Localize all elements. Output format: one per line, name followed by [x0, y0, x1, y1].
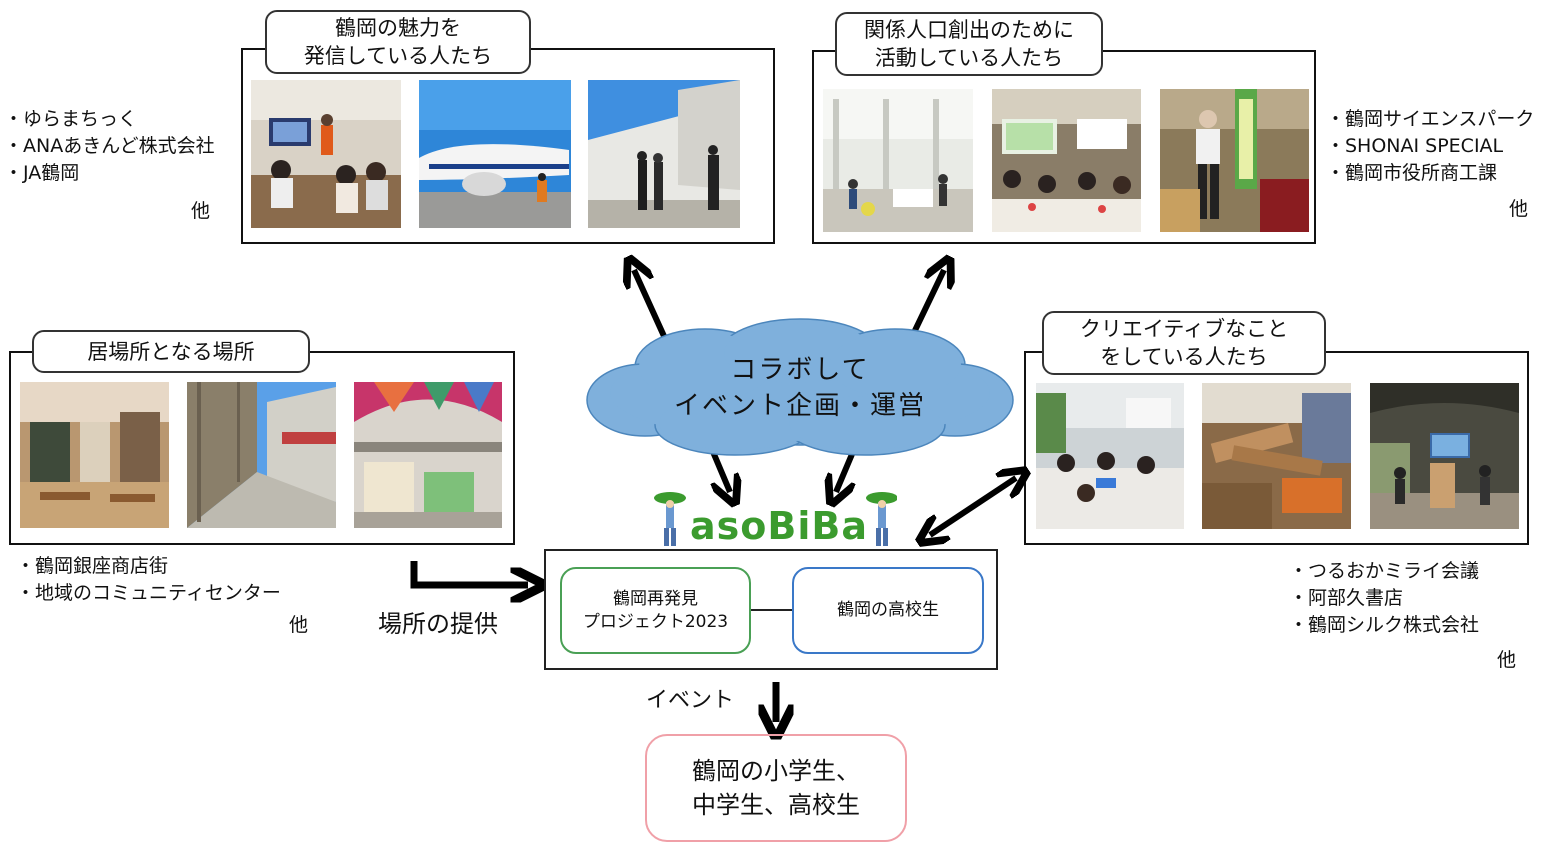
others-label: 他 — [191, 200, 211, 222]
photo-workshop — [1036, 383, 1184, 529]
place-provision-label: 場所の提供 — [378, 610, 498, 638]
project-box: 鶴岡再発見 プロジェクト2023 — [560, 567, 751, 654]
list-promoters: ・ゆらまちっく ・ANAあきんど株式会社 ・JA鶴岡 — [4, 106, 215, 187]
list-relation-population: ・鶴岡サイエンスパーク ・SHONAI SPECIAL ・鶴岡市役所商工課 — [1326, 106, 1534, 187]
photo-airplane — [419, 80, 571, 228]
list-item: ・地域のコミュニティセンター — [16, 582, 281, 604]
arrow-place-provision — [410, 561, 528, 585]
logo-text: asoBiBa — [690, 504, 868, 548]
panel-creatives-title: クリエイティブなこと をしている人たち — [1042, 311, 1326, 375]
list-item: ・ANAあきんど株式会社 — [4, 135, 215, 157]
arrow-to-promoters — [634, 270, 671, 347]
photo-shopping-street — [187, 382, 336, 528]
photo-seminar — [992, 89, 1141, 232]
mascot-right-icon — [866, 492, 898, 546]
panel-relation-population-title: 関係人口創出のために 活動している人たち — [835, 12, 1103, 76]
list-item: ・鶴岡サイエンスパーク — [1326, 108, 1535, 130]
project-frame — [544, 549, 998, 670]
list-item: ・鶴岡銀座商店街 — [16, 555, 169, 577]
list-item: ・ゆらまちっく — [4, 108, 138, 130]
photo-hall-event — [823, 89, 973, 232]
list-creatives: ・つるおかミライ会議 ・阿部久書店 ・鶴岡シルク株式会社 — [1289, 558, 1479, 639]
list-item: ・JA鶴岡 — [4, 162, 80, 184]
asobiba-logo: asoBiBa — [652, 490, 898, 550]
event-label: イベント — [646, 688, 735, 713]
panel-places-title: 居場所となる場所 — [32, 330, 310, 373]
photo-classroom — [251, 80, 401, 228]
panel-promoters — [241, 48, 775, 244]
photo-bookstore — [1202, 383, 1351, 529]
panel-creatives — [1024, 351, 1529, 545]
list-item: ・鶴岡シルク株式会社 — [1289, 614, 1480, 636]
target-students-box: 鶴岡の小学生、 中学生、高校生 — [645, 734, 907, 842]
list-item: ・SHONAI SPECIAL — [1326, 135, 1504, 157]
highschool-box: 鶴岡の高校生 — [792, 567, 984, 654]
photo-cafe — [20, 382, 169, 528]
list-item: ・つるおかミライ会議 — [1289, 560, 1480, 582]
photo-exhibition — [1370, 383, 1519, 529]
collab-cloud — [586, 318, 1014, 456]
connector-line — [751, 609, 793, 611]
arrow-creatives-both — [930, 478, 1016, 535]
photo-speaker — [1160, 89, 1309, 232]
cloud-text: コラボして イベント企画・運営 — [673, 355, 926, 421]
panel-relation-population — [812, 50, 1316, 244]
mascot-left-icon — [654, 492, 686, 546]
others-label: 他 — [1497, 649, 1517, 671]
others-label: 他 — [289, 614, 309, 636]
panel-promoters-title: 鶴岡の魅力を 発信している人たち — [265, 10, 531, 74]
list-item: ・鶴岡市役所商工課 — [1326, 162, 1498, 184]
panel-places — [9, 351, 515, 545]
list-item: ・阿部久書店 — [1289, 587, 1404, 609]
others-label: 他 — [1509, 198, 1529, 220]
photo-airport-people — [588, 80, 740, 228]
list-places: ・鶴岡銀座商店街 ・地域のコミュニティセンター — [16, 553, 281, 607]
photo-atrium — [354, 382, 502, 528]
